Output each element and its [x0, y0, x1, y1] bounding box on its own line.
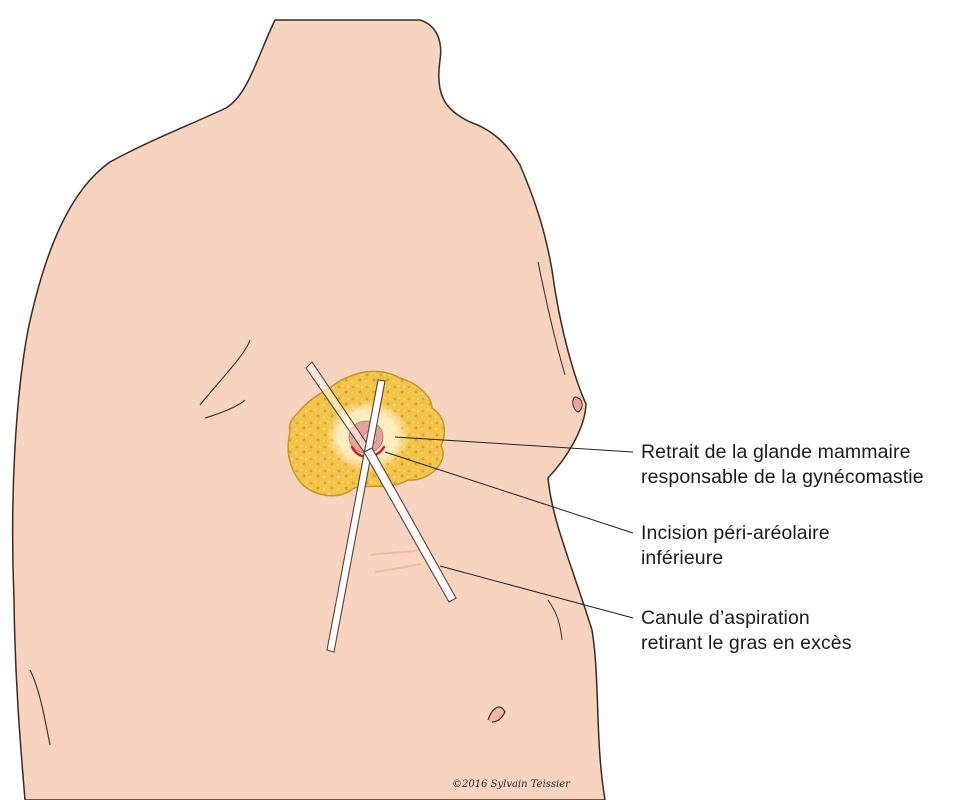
- arm-contour: [199, 339, 251, 419]
- chest-crease: [537, 261, 566, 376]
- label-cannula-line1: Canule d’aspiration: [641, 607, 810, 629]
- underarm-contour: [29, 669, 51, 746]
- label-gland-line2: responsable de la gynécomastie: [641, 466, 924, 488]
- copyright-credit: ©2016 Sylvain Teissier: [452, 779, 570, 790]
- right-nipple: [572, 396, 583, 413]
- leader-incision: [384, 451, 634, 534]
- label-gland-removal: Retrait de la glande mammaire responsabl…: [641, 440, 966, 490]
- skin-marks: [371, 549, 421, 573]
- label-cannula: Canule d’aspiration retirant le gras en …: [641, 606, 966, 656]
- label-gland-line1: Retrait de la glande mammaire: [641, 441, 911, 463]
- flank-crease: [547, 599, 563, 641]
- label-incision-line1: Incision péri-aréolaire: [641, 522, 830, 544]
- label-incision-line2: inférieure: [641, 547, 724, 569]
- leader-gland: [394, 436, 634, 453]
- navel: [487, 706, 506, 723]
- label-incision: Incision péri-aréolaire inférieure: [641, 521, 966, 571]
- leader-cannula: [439, 565, 634, 619]
- label-cannula-line2: retirant le gras en excès: [641, 632, 852, 654]
- cannula-vertical: [326, 379, 386, 653]
- cannula-diagonal: [363, 447, 457, 603]
